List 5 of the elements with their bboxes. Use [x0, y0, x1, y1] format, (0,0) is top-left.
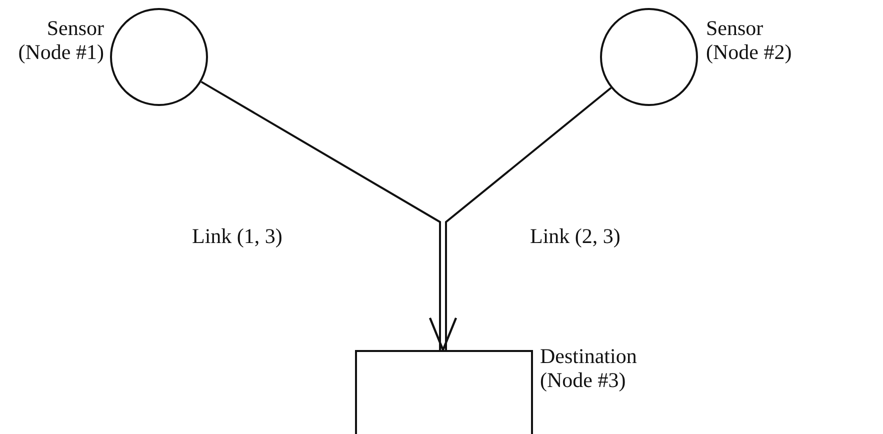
node-caption: Sensor (Node #1): [17, 16, 104, 64]
node-caption: Destination (Node #3): [540, 344, 638, 392]
node-caption: Sensor (Node #2): [706, 16, 793, 64]
node-box: [355, 350, 533, 434]
arrow: [429, 87, 612, 351]
